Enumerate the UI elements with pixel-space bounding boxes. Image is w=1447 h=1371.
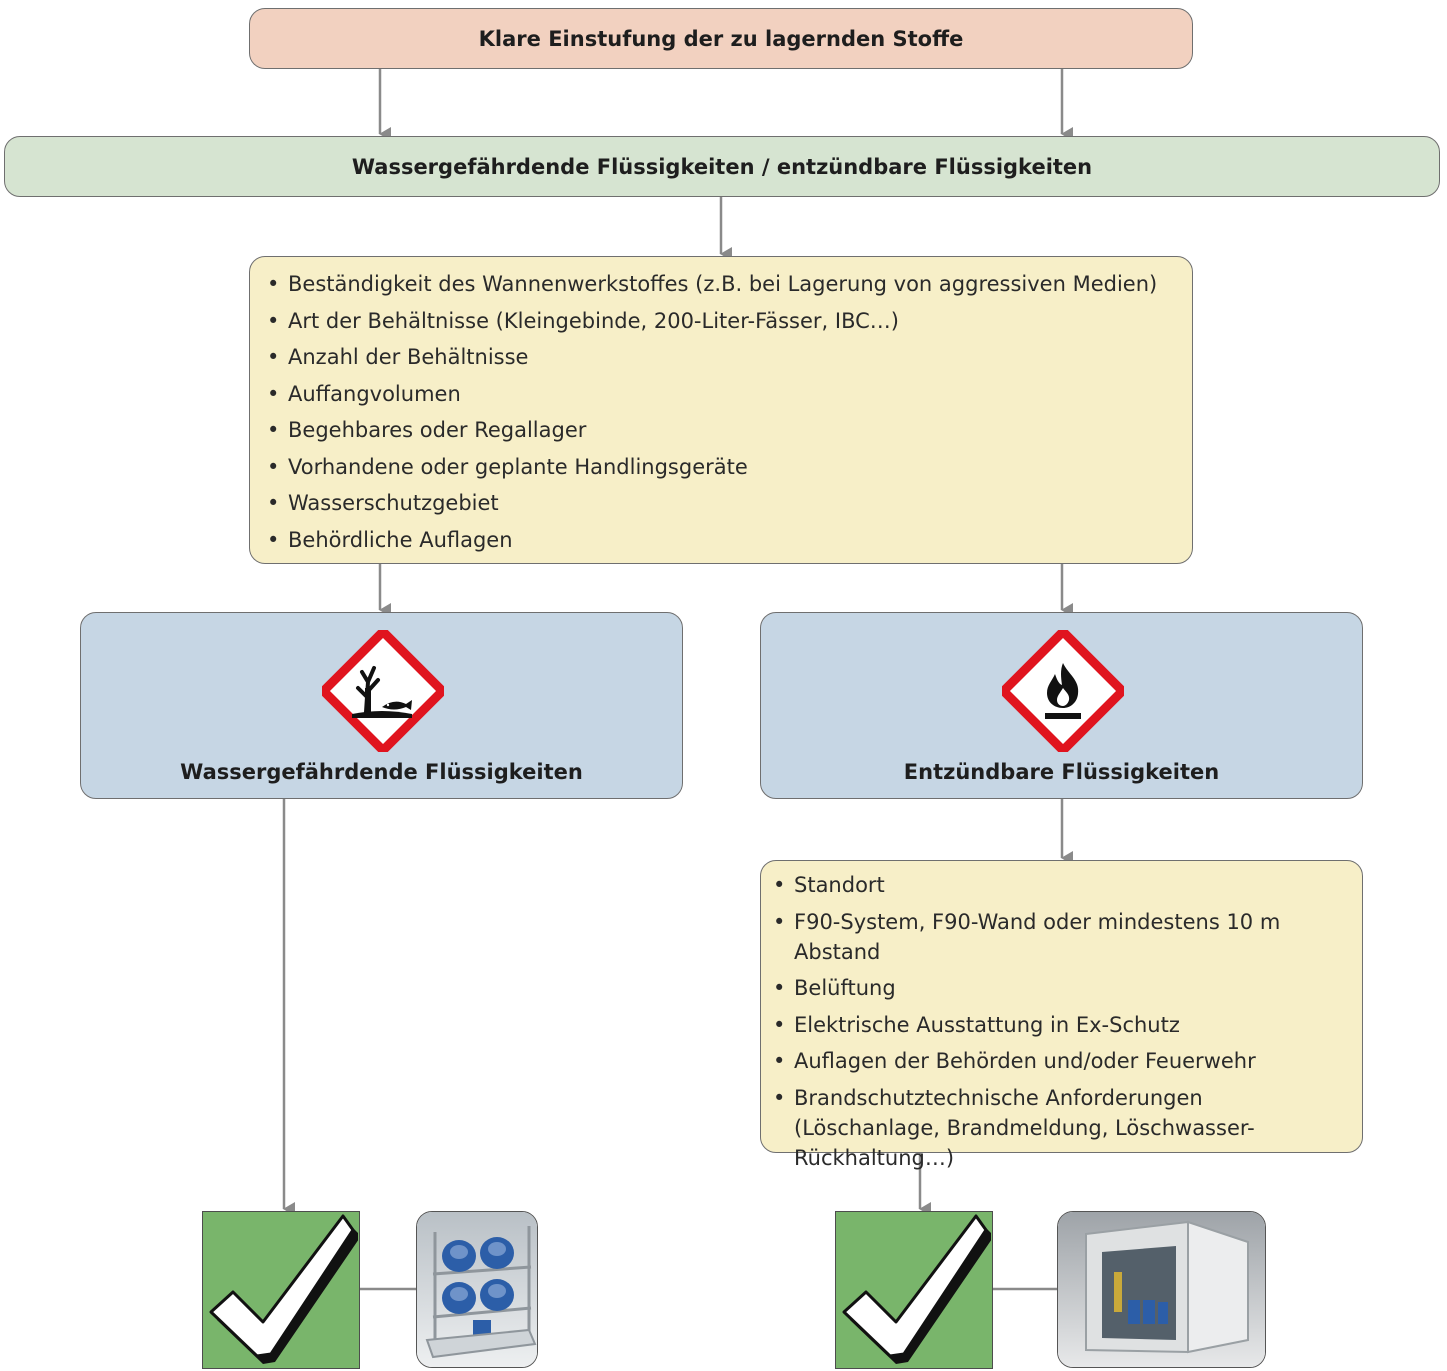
liquid-type-title: Wassergefährdende Flüssigkeiten / entzün… — [351, 154, 1093, 179]
flammable-criteria-item: Brandschutztechnische Anforderungen (Lös… — [773, 1083, 1353, 1173]
classification-title: Klare Einstufung der zu lagernden Stoffe — [478, 26, 964, 51]
checkmark-tile-flammable — [835, 1211, 994, 1369]
classification-box: Klare Einstufung der zu lagernden Stoffe — [249, 8, 1193, 69]
criteria-item: Auffangvolumen — [267, 376, 1157, 413]
criteria-item: Anzahl der Behältnisse — [267, 339, 1157, 376]
flammable-criteria-list: Standort F90-System, F90-Wand oder minde… — [773, 870, 1353, 1179]
flammable-criteria-item: Belüftung — [773, 973, 1353, 1003]
checkmark-icon — [842, 1214, 994, 1364]
criteria-item: Wasserschutzgebiet — [267, 485, 1157, 522]
criteria-item: Vorhandene oder geplante Handlingsgeräte — [267, 449, 1157, 486]
checkmark-icon — [209, 1214, 361, 1364]
flammable-criteria-item: Standort — [773, 870, 1353, 900]
checkmark-tile-water — [202, 1211, 361, 1369]
general-criteria-list: Beständigkeit des Wannenwerkstoffes (z.B… — [267, 266, 1157, 558]
criteria-item: Beständigkeit des Wannenwerkstoffes (z.B… — [267, 266, 1157, 303]
environment-hazard-icon — [322, 630, 444, 752]
shelf-photo — [416, 1211, 538, 1368]
water-hazard-box: Wassergefährdende Flüssigkeiten — [80, 612, 683, 799]
cabinet-photo — [1057, 1211, 1266, 1368]
flammable-box: Entzündbare Flüssigkeiten — [760, 612, 1363, 799]
water-hazard-title: Wassergefährdende Flüssigkeiten — [180, 760, 583, 784]
general-criteria-box: Beständigkeit des Wannenwerkstoffes (z.B… — [249, 256, 1193, 564]
liquid-type-box: Wassergefährdende Flüssigkeiten / entzün… — [4, 136, 1440, 197]
flame-hazard-icon — [1002, 630, 1124, 752]
criteria-item: Behördliche Auflagen — [267, 522, 1157, 559]
flammable-criteria-box: Standort F90-System, F90-Wand oder minde… — [760, 860, 1363, 1170]
drum-shelf-image — [417, 1212, 537, 1367]
criteria-item: Art der Behältnisse (Kleingebinde, 200-L… — [267, 303, 1157, 340]
fire-cabinet-image — [1058, 1212, 1265, 1367]
flammable-criteria-item: Auflagen der Behörden und/oder Feuerwehr — [773, 1046, 1353, 1076]
flammable-criteria-item: F90-System, F90-Wand oder mindestens 10 … — [773, 907, 1353, 967]
flammable-criteria-item: Elektrische Ausstattung in Ex-Schutz — [773, 1010, 1353, 1040]
flammable-title: Entzündbare Flüssigkeiten — [903, 760, 1220, 784]
criteria-item: Begehbares oder Regallager — [267, 412, 1157, 449]
